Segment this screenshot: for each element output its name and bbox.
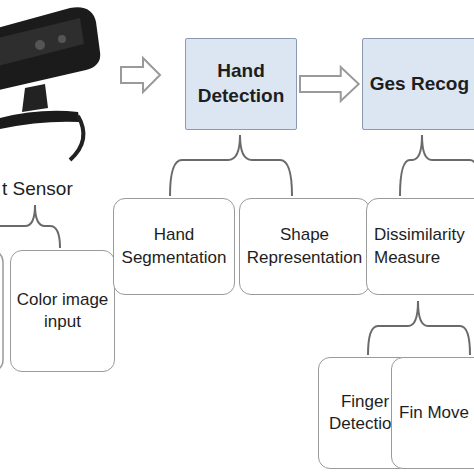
stage-box: Ges Recog xyxy=(362,38,474,130)
sensor-body xyxy=(0,7,100,92)
box-text: Fin Move xyxy=(399,402,474,424)
sensor-cable xyxy=(70,116,83,160)
step-box: Fin Move xyxy=(391,357,474,469)
cropped-box xyxy=(0,250,3,372)
box-text: Shape Representation xyxy=(245,224,364,268)
flow-arrow xyxy=(121,58,160,92)
sensor-base xyxy=(0,111,80,130)
sensor-lens xyxy=(35,40,45,50)
sensor-face xyxy=(0,18,84,68)
device-label: t Sensor xyxy=(2,178,73,200)
step-box: Dissimilarity Measure xyxy=(366,198,474,295)
brace xyxy=(368,301,470,355)
flow-arrow xyxy=(300,67,359,101)
brace xyxy=(400,135,474,196)
stage-box: Hand Detection xyxy=(185,38,297,130)
step-box: Hand Segmentation xyxy=(113,198,235,295)
box-text: Dissimilarity Measure xyxy=(374,224,474,268)
sensor-lens xyxy=(58,35,66,43)
brace xyxy=(0,205,60,248)
brace xyxy=(170,135,292,196)
step-box: Shape Representation xyxy=(239,198,370,295)
sensor-stand xyxy=(22,84,48,112)
step-box: Color image input xyxy=(10,250,115,372)
box-text: Ges Recog xyxy=(370,72,474,97)
box-text: Hand Segmentation xyxy=(119,224,229,268)
box-text: Color image input xyxy=(16,289,109,333)
box-text: Hand Detection xyxy=(191,59,291,108)
